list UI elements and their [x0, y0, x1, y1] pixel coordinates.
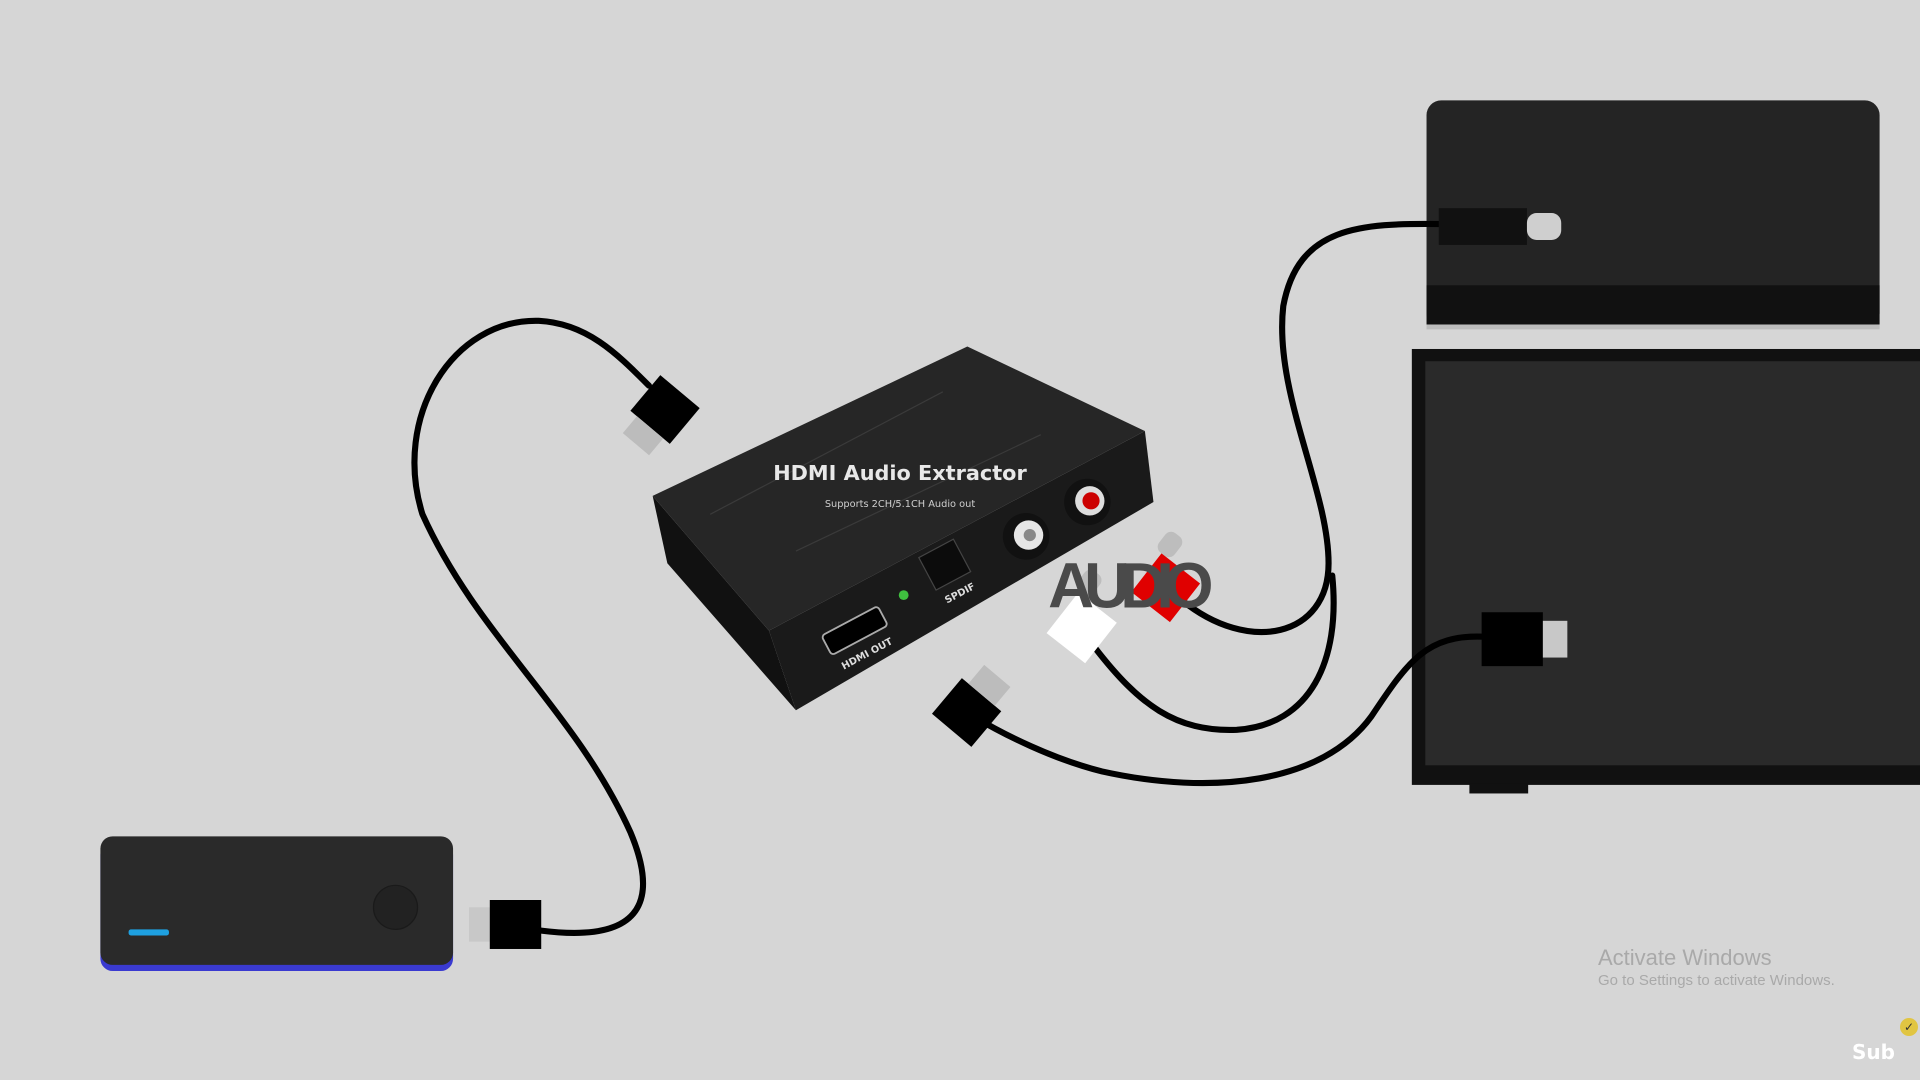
rca-jack-white — [1002, 513, 1050, 560]
device-subtitle: Supports 2CH/5.1CH Audio out — [825, 499, 976, 510]
power-button — [372, 884, 419, 930]
hdmi-out-port — [821, 606, 888, 655]
hdmi-plug-extractor-out — [931, 664, 1011, 747]
rca-jack-red — [1064, 478, 1111, 526]
hdmi-plug-extractor-in — [622, 375, 700, 456]
cable-streamer-to-extractor — [411, 317, 653, 936]
status-led — [128, 929, 169, 936]
activate-windows-title: Activate Windows — [1598, 945, 1772, 970]
spdif-port — [917, 538, 972, 591]
check-icon: ✓ — [1900, 1018, 1918, 1036]
streaming-box-device — [100, 836, 454, 972]
hdmi-plug-streamer — [468, 900, 542, 949]
power-led — [898, 590, 909, 600]
cable-topbox-to-red-rca — [1178, 220, 1446, 636]
audio-label: AUDIO — [1048, 550, 1213, 621]
cable-tv-to-extractor — [970, 633, 1488, 787]
rca-plug-white — [1046, 569, 1117, 664]
rca-plug-red — [1131, 531, 1201, 623]
hdmi-plug-tv — [1481, 612, 1568, 667]
device-title: HDMI Audio Extractor — [773, 461, 1027, 485]
hdmi-audio-extractor: HDMI Audio Extractor Supports 2CH/5.1CH … — [652, 346, 1154, 711]
hdmi-plug-topbox — [1438, 208, 1562, 245]
activate-windows-subtitle: Go to Settings to activate Windows. — [1598, 972, 1835, 989]
subscribe-badge[interactable]: Sub — [1852, 1040, 1895, 1064]
cable-white-rca — [1092, 572, 1337, 733]
tv-device — [1411, 348, 1920, 794]
top-box-device — [1426, 100, 1880, 330]
cables — [411, 220, 1488, 936]
